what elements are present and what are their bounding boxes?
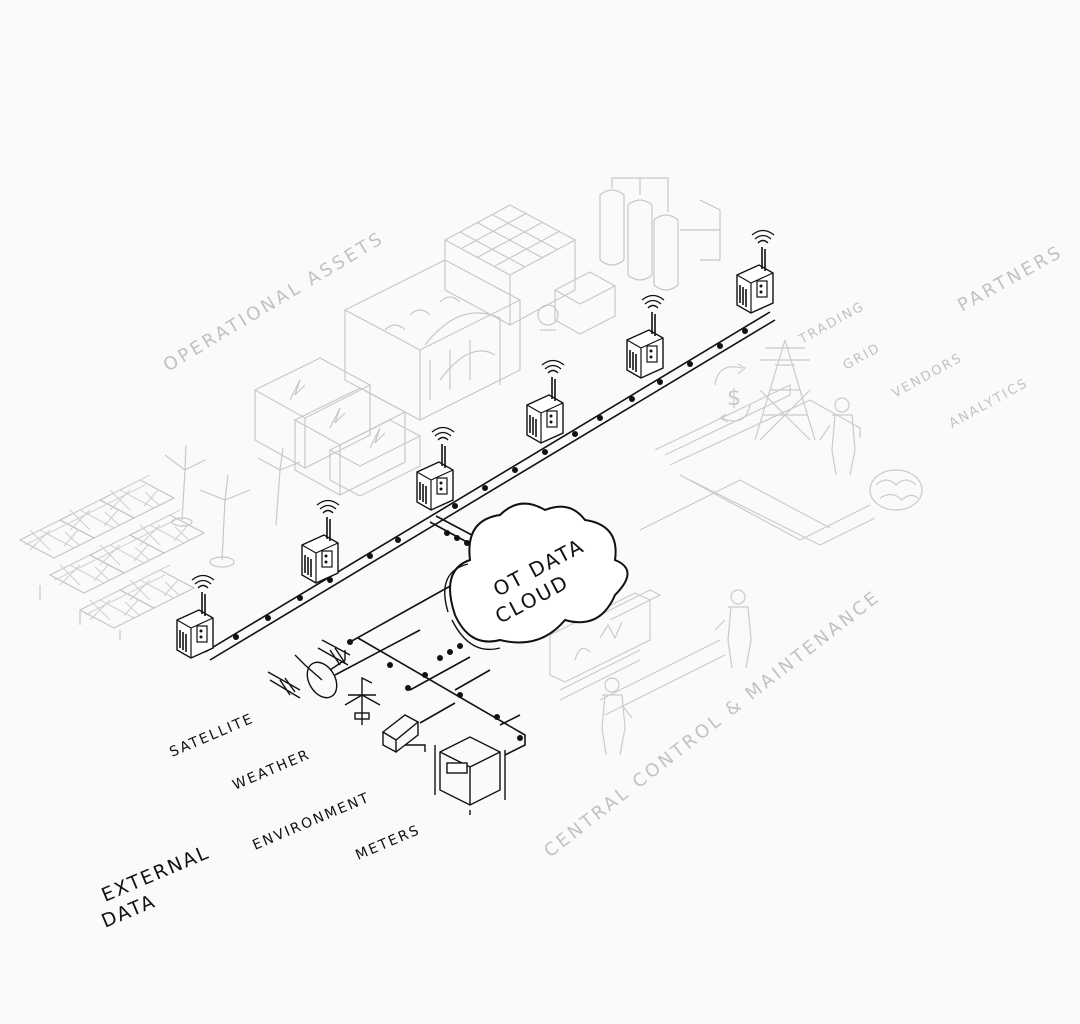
network-nodes bbox=[233, 328, 748, 741]
solar-roof-icon bbox=[443, 204, 577, 326]
wind-turbine-icon bbox=[164, 444, 301, 568]
grid-label: GRID bbox=[841, 341, 884, 374]
environment-label: ENVIRONMENT bbox=[250, 790, 372, 854]
solar-panel-icon bbox=[19, 474, 205, 640]
satellite-dish-icon bbox=[267, 639, 351, 699]
storage-tank-icon bbox=[599, 177, 721, 291]
control-screens-icon bbox=[549, 589, 726, 716]
satellite-label: SATELLITE bbox=[167, 711, 256, 761]
camera-sensor-icon bbox=[381, 714, 426, 754]
battery-container-icon bbox=[253, 357, 422, 497]
weather-vane-icon bbox=[344, 676, 381, 725]
transformer-icon bbox=[537, 271, 617, 335]
operational-assets-sketch bbox=[19, 177, 721, 640]
weather-label: WEATHER bbox=[230, 747, 313, 794]
operational-assets-label: OPERATIONAL ASSETS bbox=[160, 227, 389, 376]
worker-icon bbox=[601, 397, 856, 756]
cloud-icon bbox=[444, 502, 629, 651]
vendors-label: VENDORS bbox=[890, 350, 966, 401]
plant-building-icon bbox=[343, 259, 522, 421]
central-control-label: CENTRAL CONTROL & MAINTENANCE bbox=[540, 586, 885, 862]
brain-icon bbox=[869, 469, 923, 511]
meter-icon bbox=[434, 736, 506, 815]
trading-label: TRADING bbox=[796, 299, 868, 348]
dollar-exchange-icon: $ bbox=[714, 363, 751, 423]
partners-label: PARTNERS bbox=[954, 241, 1066, 316]
network-bus bbox=[204, 311, 776, 756]
analytics-label: ANALYTICS bbox=[947, 376, 1031, 432]
transmission-tower-icon bbox=[754, 339, 816, 441]
meters-label: METERS bbox=[353, 822, 423, 864]
svg-text:$: $ bbox=[727, 386, 741, 411]
external-data-label-line1: EXTERNAL bbox=[98, 841, 213, 906]
partners-network-sketch: $ bbox=[549, 339, 923, 756]
